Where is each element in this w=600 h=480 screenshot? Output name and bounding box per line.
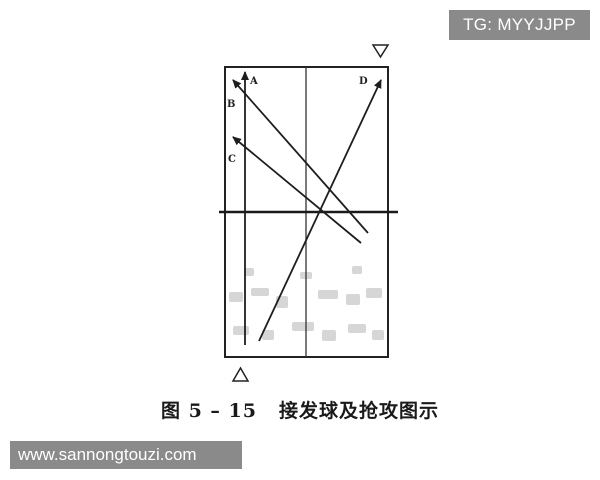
label-c: C [228, 154, 236, 165]
arrow-to-b [232, 79, 369, 234]
arrow-to-c [232, 136, 362, 244]
receiver-triangle-up-icon [231, 366, 250, 382]
figure-caption: 图 5 – 15 接发球及抢攻图示 [0, 396, 600, 423]
server-triangle-down-icon [371, 44, 390, 59]
label-d: D [359, 76, 368, 87]
label-a: A [249, 76, 258, 87]
arrow-to-d [258, 79, 382, 342]
watermark-top: TG: MYYJJPP [449, 10, 590, 40]
figure-title: 接发球及抢攻图示 [279, 400, 440, 422]
figure-number: 图 5 – 15 [160, 400, 257, 422]
table-texture [229, 266, 384, 341]
label-b: B [227, 99, 235, 110]
watermark-bottom: www.sannongtouzi.com [10, 441, 242, 469]
